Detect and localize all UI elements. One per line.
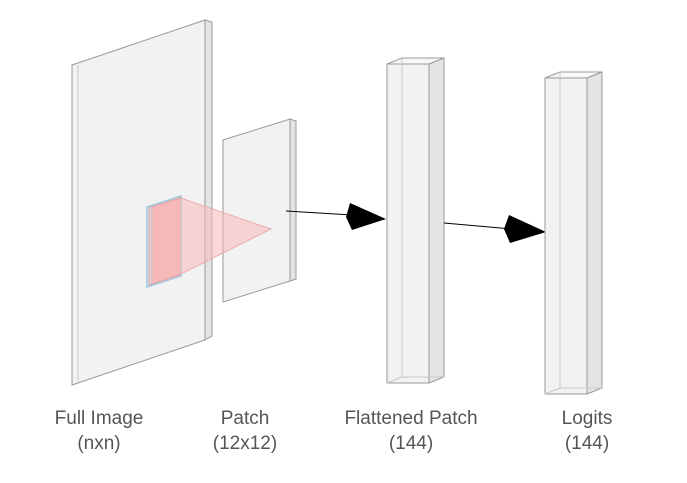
patch-name: Patch (220, 408, 270, 429)
flattened-patch-dims: (144) (388, 433, 434, 454)
logits-name: Logits (561, 408, 613, 429)
full-image-side (204, 19, 213, 341)
flattened-patch-label: Flattened Patch (144) (326, 406, 496, 456)
logits-label: Logits (144) (502, 406, 672, 456)
arrow-flattened-to-logits (443, 215, 546, 243)
flattened-patch-column (386, 57, 445, 384)
patch-side (289, 118, 297, 282)
full-image-label: Full Image (nxn) (14, 406, 184, 456)
full-image-name: Full Image (54, 408, 144, 429)
patch-projection-cone (148, 197, 273, 286)
flattened-side (428, 57, 445, 384)
logits-dims: (144) (564, 433, 610, 454)
logits-side (586, 71, 603, 395)
full-image-dims: (nxn) (77, 433, 121, 454)
patch-front (222, 118, 291, 303)
flattened-patch-name: Flattened Patch (344, 408, 478, 429)
arrowhead (346, 203, 386, 230)
logits-front (544, 77, 588, 395)
patch-dims: (12x12) (212, 433, 278, 454)
patch-slab (222, 118, 297, 303)
arrow-patch-to-flattened (285, 203, 386, 230)
logits-column (544, 71, 603, 395)
flattened-front (386, 63, 430, 384)
patch-label: Patch (12x12) (160, 406, 330, 456)
arrowhead (504, 215, 546, 243)
